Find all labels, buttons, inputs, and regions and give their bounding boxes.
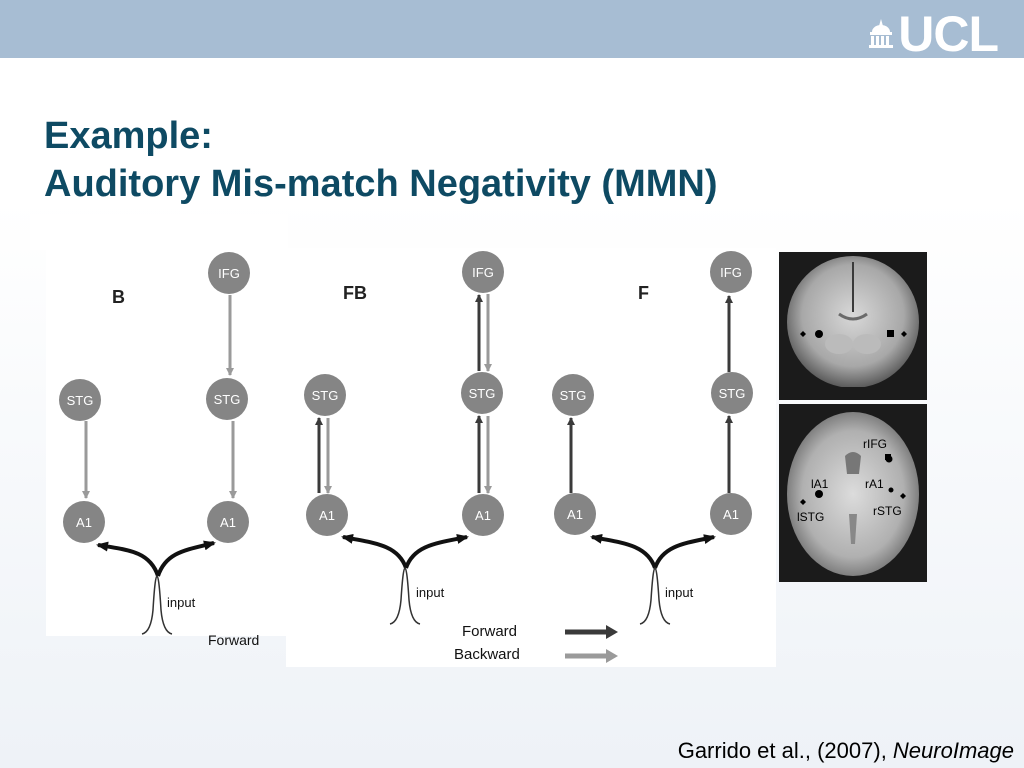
legend-forward-arrowhead xyxy=(606,625,618,639)
svg-text:STG: STG xyxy=(214,392,241,407)
legend-backward-label: Backward xyxy=(454,646,520,663)
brain-label-rifg: rIFG xyxy=(863,437,887,451)
portico-icon xyxy=(869,19,894,48)
input-arrow xyxy=(341,533,408,569)
brain-label-lstg: lSTG xyxy=(797,510,824,524)
node-a1-left: A1 xyxy=(306,494,348,536)
brain-label-ra1: rA1 xyxy=(865,477,884,491)
input-arrow xyxy=(590,533,657,569)
node-stg-left: STG xyxy=(552,374,594,416)
ucl-logo: UCL xyxy=(868,6,999,62)
input-waveform xyxy=(639,567,671,625)
legend-backward-arrowhead xyxy=(606,649,618,663)
node-stg-right: STG xyxy=(206,378,248,420)
citation: Garrido et al., (2007), NeuroImage xyxy=(678,738,1014,764)
slide-title: Example: Auditory Mis-match Negativity (… xyxy=(44,112,717,208)
figure-backdrop xyxy=(30,214,288,250)
header-bar xyxy=(0,0,1024,58)
svg-text:IFG: IFG xyxy=(720,265,742,280)
svg-text:STG: STG xyxy=(469,386,496,401)
dcm-network-diagram: B input Forward IFG STG STG A1 A1 FB inp… xyxy=(59,251,753,663)
node-ifg: IFG xyxy=(462,251,504,293)
node-a1-right: A1 xyxy=(462,494,504,536)
panel-fb: FB input IFG STG STG A1 A1 xyxy=(304,251,504,625)
citation-journal: NeuroImage xyxy=(892,738,1014,763)
svg-text:A1: A1 xyxy=(723,507,739,522)
input-waveform xyxy=(141,575,173,635)
brain-label-la1: lA1 xyxy=(811,477,829,491)
node-a1-left: A1 xyxy=(554,493,596,535)
svg-text:STG: STG xyxy=(560,388,587,403)
svg-text:IFG: IFG xyxy=(472,265,494,280)
brain-coronal-image xyxy=(779,252,927,400)
node-a1-left: A1 xyxy=(63,501,105,543)
svg-text:STG: STG xyxy=(719,386,746,401)
input-arrow xyxy=(404,534,469,569)
svg-text:IFG: IFG xyxy=(218,266,240,281)
panel-label: FB xyxy=(343,283,367,303)
ucl-logo-text: UCL xyxy=(898,6,999,62)
node-stg-right: STG xyxy=(461,372,503,414)
node-a1-right: A1 xyxy=(710,493,752,535)
legend: Forward Backward xyxy=(454,623,618,663)
node-ifg: IFG xyxy=(208,252,250,294)
brain-axial-image: rIFG lA1 rA1 lSTG rSTG xyxy=(779,404,927,582)
panel-f: F input IFG STG STG A1 A1 xyxy=(552,251,753,625)
input-arrow xyxy=(96,541,160,577)
input-label: input xyxy=(665,585,694,600)
svg-text:STG: STG xyxy=(312,388,339,403)
node-stg-left: STG xyxy=(59,379,101,421)
title-line-1: Example: xyxy=(44,115,213,157)
legend-forward-label: Forward xyxy=(462,623,517,640)
svg-text:A1: A1 xyxy=(475,508,491,523)
input-label: input xyxy=(167,595,196,610)
title-line-2: Auditory Mis-match Negativity (MMN) xyxy=(44,163,718,205)
panel-b: B input Forward IFG STG STG A1 A1 xyxy=(59,252,259,648)
panel-label: B xyxy=(112,287,125,307)
svg-text:A1: A1 xyxy=(220,515,236,530)
node-ifg: IFG xyxy=(710,251,752,293)
input-arrow xyxy=(653,534,716,569)
node-stg-left: STG xyxy=(304,374,346,416)
input-label: input xyxy=(416,585,445,600)
svg-text:STG: STG xyxy=(67,393,94,408)
svg-text:A1: A1 xyxy=(567,507,583,522)
citation-authors: Garrido et al., (2007), xyxy=(677,738,893,763)
figure-backdrop-main xyxy=(286,248,776,667)
input-waveform xyxy=(389,567,421,625)
node-stg-right: STG xyxy=(711,372,753,414)
input-arrow xyxy=(156,540,216,577)
forward-legend-label-cut: Forward xyxy=(208,632,259,648)
panel-label: F xyxy=(638,283,649,303)
node-a1-right: A1 xyxy=(207,501,249,543)
brain-label-rstg: rSTG xyxy=(873,504,902,518)
svg-text:A1: A1 xyxy=(76,515,92,530)
svg-text:A1: A1 xyxy=(319,508,335,523)
